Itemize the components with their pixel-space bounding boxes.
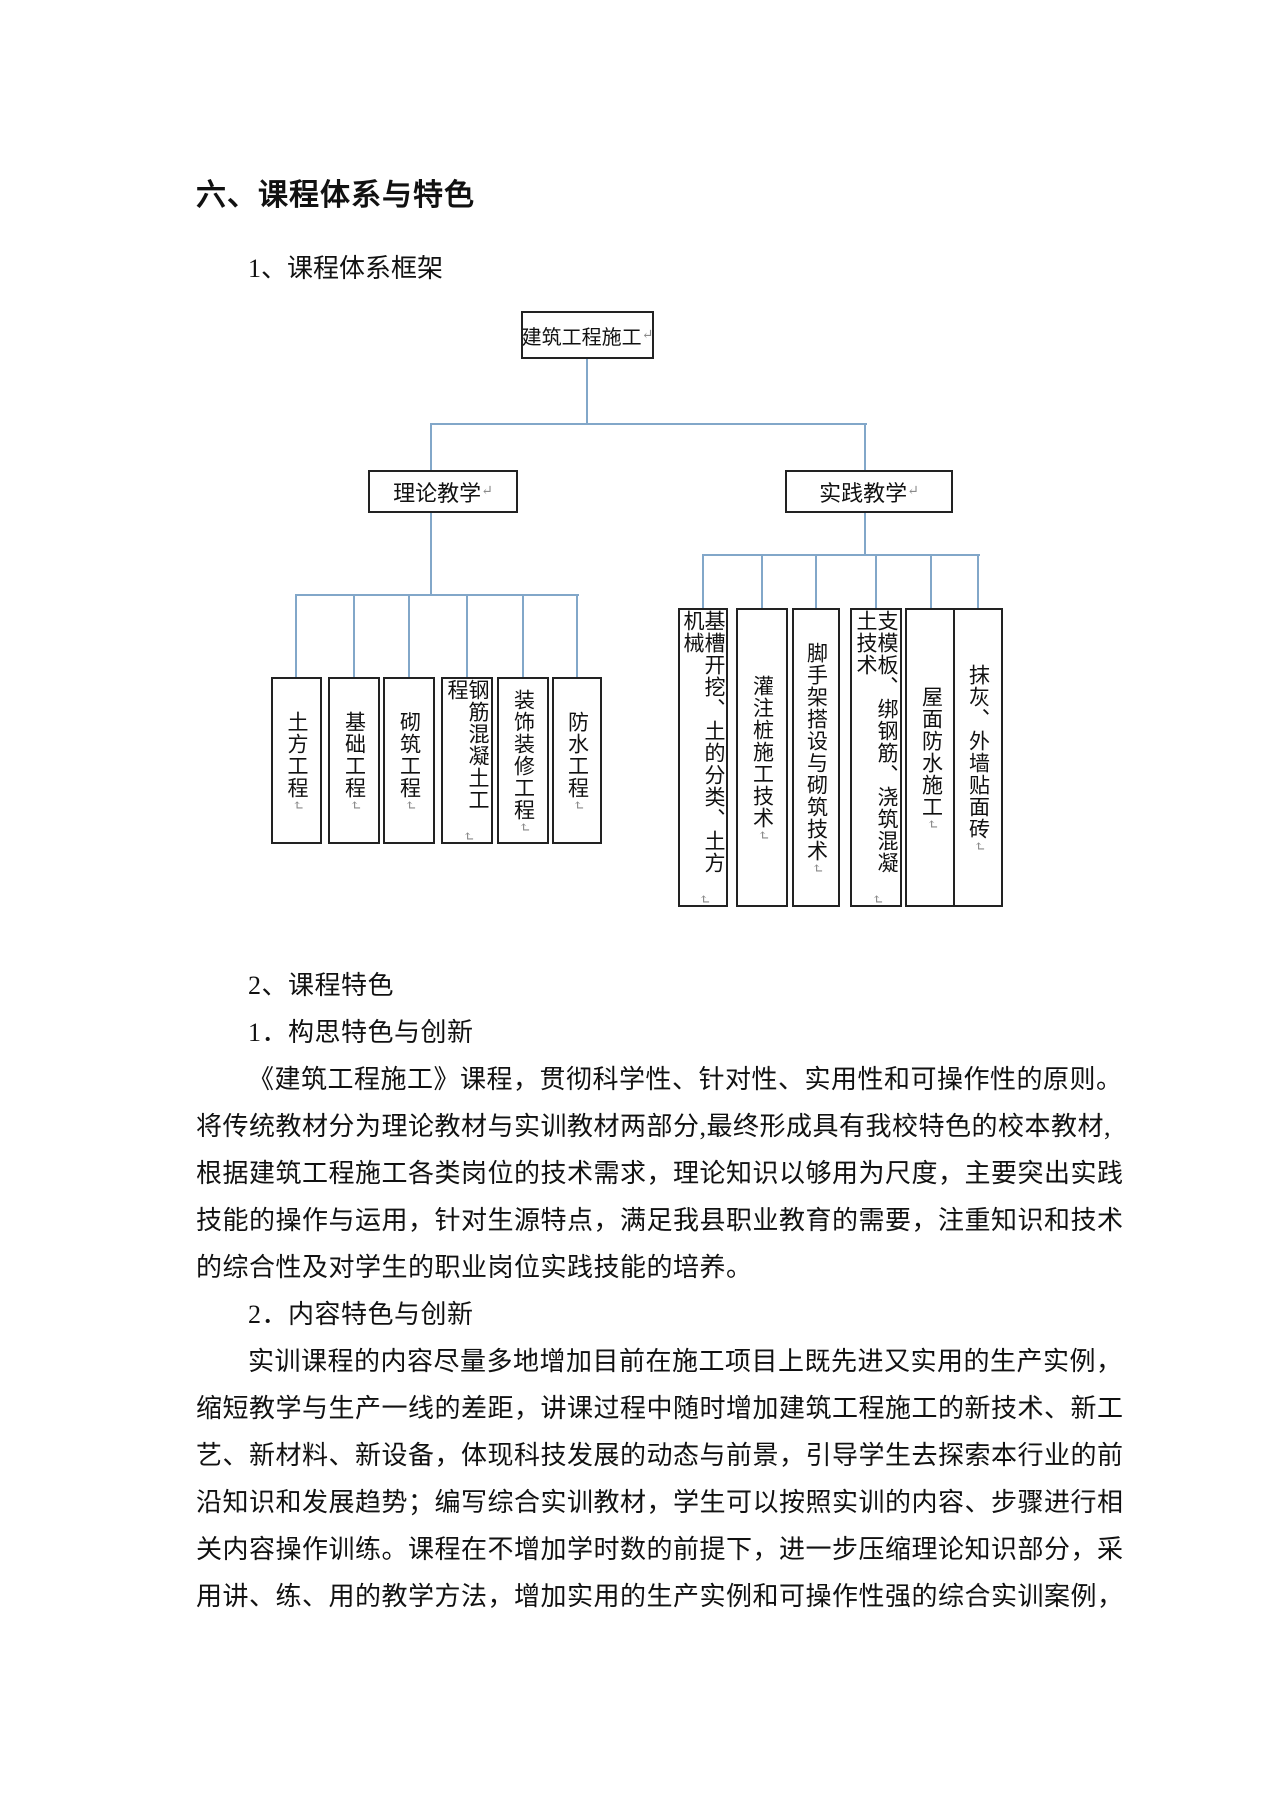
- diagram-node-leaf: 装饰装修工程↵: [497, 677, 549, 844]
- paragraph-line: 沿知识和发展趋势；编写综合实训教材，学生可以按照实训的内容、步骤进行相: [196, 1488, 1124, 1517]
- diagram-node-leaf: 灌注桩施工技术↵: [736, 608, 788, 907]
- paragraph-mark: ↵: [481, 484, 493, 499]
- connector-line: [977, 554, 979, 609]
- node-label: 理论教学: [393, 480, 482, 506]
- diagram-node-leaf: 屋面防水施工↵: [905, 608, 957, 907]
- body-text: 2、课程特色 1．构思特色与创新 《建筑工程施工》课程，贯彻科学性、针对性、实用…: [196, 962, 1124, 1620]
- connector-line: [430, 423, 867, 425]
- paragraph-line: 技能的操作与运用，针对生源特点，满足我县职业教育的需要，注重知识和技术: [196, 1206, 1124, 1235]
- diagram-node-leaf: 砌筑工程↵: [383, 677, 435, 844]
- node-label: 钢筋混凝土工程: [445, 679, 490, 811]
- connector-line: [408, 594, 410, 678]
- paragraph-mark: ↵: [755, 828, 770, 841]
- connector-line: [930, 554, 932, 609]
- paragraph-mark: ↵: [289, 798, 305, 811]
- node-label: 脚手架搭设与砌筑技术: [804, 641, 829, 862]
- paragraph-mark: ↵: [460, 830, 475, 842]
- connector-line: [815, 554, 817, 609]
- connector-line: [576, 594, 578, 678]
- course-structure-diagram: 建筑工程施工↵ 理论教学↵ 实践教学↵ 土方工程↵ 基础工程↵ 砌筑工程↵ 钢筋…: [271, 311, 1003, 907]
- paragraph-mark: ↵: [516, 820, 531, 833]
- paragraph-mark: ↵: [570, 798, 585, 811]
- node-label: 灌注桩施工技术: [750, 674, 775, 829]
- diagram-node-leaf: 基槽开挖、土的分类、土方机械 ↵: [678, 608, 728, 907]
- diagram-node-theory: 理论教学↵: [368, 470, 518, 513]
- paragraph-mark: ↵: [971, 839, 986, 852]
- paragraph-line: 《建筑工程施工》课程，贯彻科学性、针对性、实用性和可操作性的原则。: [248, 1065, 1123, 1094]
- diagram-node-leaf: 土方工程↵: [271, 677, 322, 844]
- subheading-concept: 1．构思特色与创新: [248, 1018, 474, 1047]
- diagram-node-leaf: 脚手架搭设与砌筑技术↵: [792, 608, 840, 907]
- node-label: 支模板、绑钢筋、浇筑混凝土技术: [854, 610, 899, 874]
- paragraph-mark: ↵: [641, 327, 654, 343]
- paragraph-mark: ↵: [809, 861, 824, 874]
- diagram-node-leaf: 钢筋混凝土工程 ↵: [441, 677, 493, 844]
- paragraph-mark: ↵: [347, 798, 362, 811]
- connector-line: [864, 513, 866, 556]
- diagram-node-leaf: 抹灰、外墙贴面砖↵: [953, 608, 1003, 907]
- subsection-framework-heading: 1、课程体系框架: [248, 254, 444, 283]
- paragraph-mark: ↵: [402, 798, 417, 811]
- connector-line: [295, 594, 297, 678]
- diagram-node-leaf: 支模板、绑钢筋、浇筑混凝土技术 ↵: [850, 608, 902, 907]
- connector-line: [702, 554, 704, 609]
- paragraph-line: 将传统教材分为理论教材与实训教材两部分,最终形成具有我校特色的校本教材,: [196, 1112, 1112, 1141]
- diagram-node-practice: 实践教学↵: [785, 470, 953, 513]
- connector-line: [353, 594, 355, 678]
- subheading-content: 2．内容特色与创新: [248, 1300, 474, 1329]
- paragraph-mark: ↵: [907, 484, 919, 499]
- node-label: 装饰装修工程: [511, 688, 536, 821]
- connector-line: [430, 513, 432, 596]
- connector-line: [522, 594, 524, 678]
- connector-line: [864, 423, 866, 471]
- paragraph-mark: ↵: [924, 817, 939, 830]
- diagram-node-leaf: 防水工程↵: [552, 677, 602, 844]
- paragraph-line: 实训课程的内容尽量多地增加目前在施工项目上既先进又实用的生产实例，: [248, 1347, 1123, 1376]
- paragraph-line: 的综合性及对学生的职业岗位实践技能的培养。: [196, 1253, 753, 1282]
- connector-line: [430, 423, 432, 471]
- connector-line: [295, 594, 579, 596]
- node-label: 实践教学: [819, 480, 908, 506]
- connector-line: [702, 554, 980, 556]
- paragraph-line: 关内容操作训练。课程在不增加学时数的前提下，进一步压缩理论知识部分，采: [196, 1535, 1124, 1564]
- node-label: 防水工程: [565, 710, 590, 799]
- connector-line: [586, 359, 588, 425]
- section-heading: 六、课程体系与特色: [196, 179, 475, 212]
- node-label: 基础工程: [342, 710, 367, 799]
- diagram-node-leaf: 基础工程↵: [328, 677, 380, 844]
- paragraph-mark: ↵: [696, 893, 711, 905]
- node-label: 建筑工程施工: [521, 326, 642, 349]
- connector-line: [875, 554, 877, 609]
- diagram-node-root: 建筑工程施工↵: [521, 311, 654, 359]
- paragraph-line: 根据建筑工程施工各类岗位的技术需求，理论知识以够用为尺度，主要突出实践: [196, 1159, 1124, 1188]
- paragraph-mark: ↵: [869, 893, 884, 905]
- connector-line: [761, 554, 763, 609]
- paragraph-line: 艺、新材料、新设备，体现科技发展的动态与前景，引导学生去探索本行业的前: [196, 1441, 1124, 1470]
- node-label: 基槽开挖、土的分类、土方机械: [681, 610, 726, 874]
- node-label: 屋面防水施工: [919, 685, 944, 818]
- node-label: 土方工程: [285, 710, 309, 799]
- connector-line: [466, 594, 468, 678]
- node-label: 砌筑工程: [397, 710, 422, 799]
- node-label: 抹灰、外墙贴面砖: [966, 663, 991, 840]
- paragraph-line: 用讲、练、用的教学方法，增加实用的生产实例和可操作性强的综合实训案例，: [196, 1582, 1124, 1611]
- paragraph-line: 缩短教学与生产一线的差距，讲课过程中随时增加建筑工程施工的新技术、新工: [196, 1394, 1124, 1423]
- subsection-features-heading: 2、课程特色: [248, 971, 395, 1000]
